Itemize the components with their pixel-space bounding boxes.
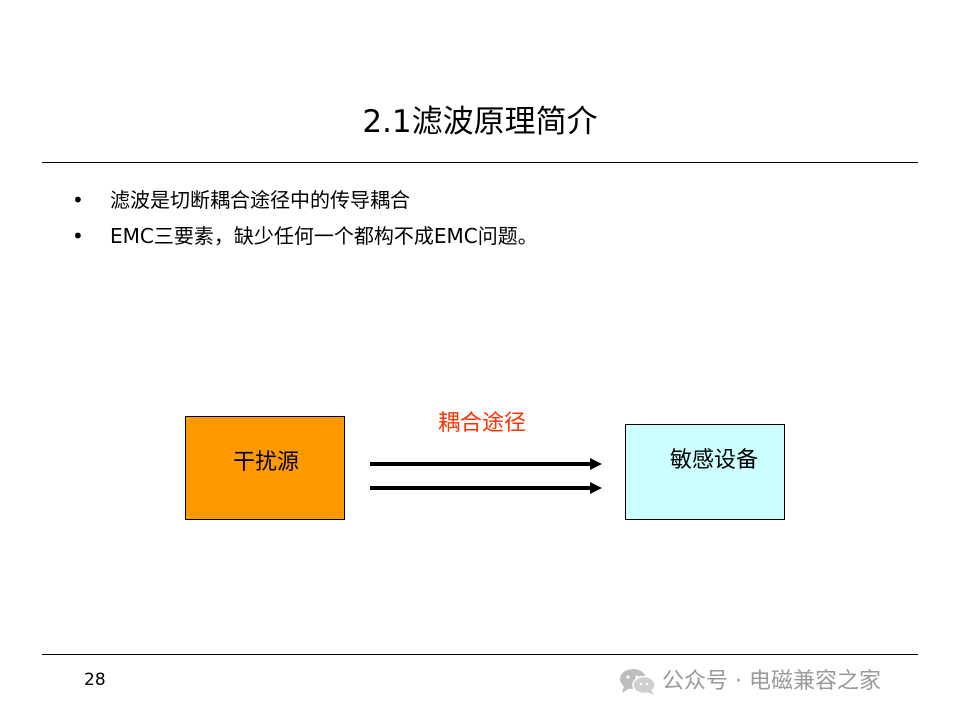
interference-source-box: 干扰源 <box>185 416 345 520</box>
wechat-icon <box>620 669 656 695</box>
watermark-text: 公众号 · 电磁兼容之家 <box>662 669 881 694</box>
sensitive-device-label: 敏感设备 <box>669 448 758 473</box>
bullet-text: EMC三要素，缺少任何一个都构不成EMC问题。 <box>110 224 538 248</box>
coupling-arrow-top <box>370 458 602 470</box>
coupling-arrow-bottom <box>370 482 602 494</box>
bullet-marker: • <box>72 188 84 212</box>
bullet-marker: • <box>72 224 84 248</box>
coupling-arrows <box>370 458 602 494</box>
title-divider <box>42 162 918 163</box>
sensitive-device-box: 敏感设备 <box>625 424 785 520</box>
coupling-path-label: 耦合途径 <box>437 411 526 436</box>
bullet-text: 滤波是切断耦合途径中的传导耦合 <box>110 188 410 212</box>
slide-title: 2.1滤波原理简介 <box>362 104 598 140</box>
page-number: 28 <box>84 670 106 690</box>
footer-divider <box>42 654 918 655</box>
interference-source-label: 干扰源 <box>232 450 299 475</box>
